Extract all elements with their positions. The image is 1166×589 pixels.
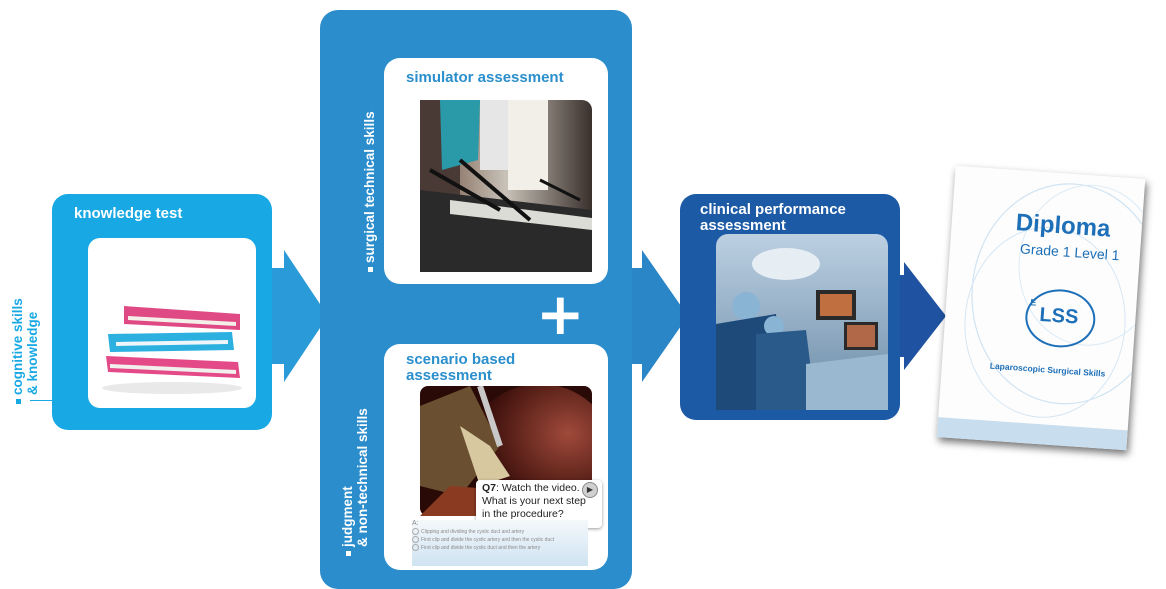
scenario-title-line1: scenario based — [406, 351, 516, 368]
cognitive-skills-line1: cognitive skills — [10, 298, 25, 404]
arrow-knowledge-to-center — [270, 250, 328, 382]
plus-sign: + — [536, 280, 585, 348]
bullet-square-icon — [15, 399, 21, 404]
cognitive-skills-divider — [30, 400, 52, 401]
arrow-clinical-to-diploma — [890, 262, 946, 370]
simulator-card: simulator assessment — [384, 58, 608, 284]
question-line3: in the procedure? — [482, 508, 564, 520]
scenario-title-line2: assessment — [406, 367, 492, 384]
judgment-line: judgment — [340, 408, 355, 556]
lss-logo-text: LSS — [1038, 303, 1080, 329]
non-technical-line: & non-technical skills — [355, 408, 370, 547]
scenario-card: scenario based assessment Q7: Watch the … — [384, 344, 608, 570]
diploma-decor-rings — [936, 183, 1146, 451]
clinical-title-line1: clinical performance — [700, 201, 846, 218]
clinical-performance-box: clinical performance assessment — [680, 194, 900, 420]
clinical-title-line2: assessment — [700, 217, 786, 234]
radio-icon — [412, 528, 419, 536]
knowledge-test-box: knowledge test — [52, 194, 272, 430]
surgical-technical-skills-label: surgical technical skills — [362, 111, 377, 272]
knowledge-test-title: knowledge test — [74, 205, 183, 222]
simulator-title: simulator assessment — [406, 69, 564, 86]
question-line1: Q7: Watch the video. — [482, 482, 580, 494]
lss-logo-prefix: E — [1030, 297, 1037, 308]
answer-option-1[interactable]: Clipping and dividing the cystic duct an… — [412, 528, 588, 536]
answer-option-2[interactable]: First clip and divide the cystic artery … — [412, 536, 588, 544]
surgical-technical-skills-line: surgical technical skills — [362, 111, 377, 272]
video-play-button[interactable]: ▶ — [582, 482, 598, 498]
radio-icon — [412, 536, 419, 544]
operating-room-photo-icon — [716, 234, 888, 410]
answers-panel: A: Clipping and dividing the cystic duct… — [412, 520, 588, 566]
answer-option-3[interactable]: First clip and divide the cystic duct an… — [412, 544, 588, 552]
diploma-card: Diploma Grade 1 Level 1 E LSS Laparoscop… — [936, 165, 1146, 451]
arrow-center-to-clinical — [625, 250, 688, 382]
knowledge-image-frame — [88, 238, 256, 408]
bullet-square-icon — [367, 267, 373, 272]
cognitive-skills-line2: & knowledge — [25, 311, 40, 395]
bullet-square-icon — [345, 551, 351, 556]
question-number: Q7 — [482, 482, 497, 494]
radio-icon — [412, 544, 419, 552]
answer-label: A: — [412, 520, 419, 527]
assessment-center-box: simulator assessment + scenario based as… — [320, 10, 632, 589]
non-technical-skills-label: judgment & non-technical skills — [340, 408, 370, 556]
simulator-photo-icon — [420, 100, 592, 272]
question-line2: What is your next step — [482, 495, 586, 507]
books-stack-icon — [102, 306, 242, 394]
cognitive-skills-label: cognitive skills & knowledge — [10, 298, 40, 404]
